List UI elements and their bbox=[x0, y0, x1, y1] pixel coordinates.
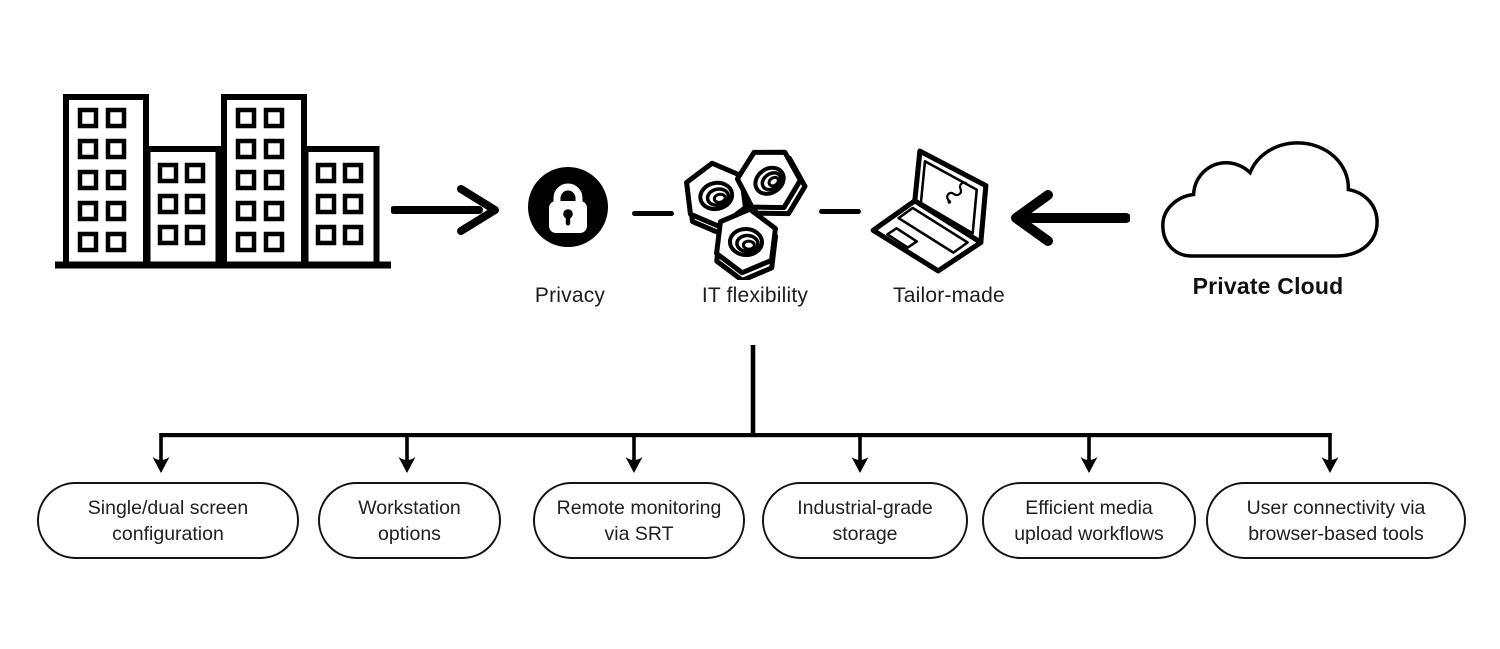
private-cloud-label: Private Cloud bbox=[1192, 273, 1344, 299]
nuts-icon bbox=[683, 148, 808, 280]
feature-box-line: configuration bbox=[112, 522, 224, 545]
feature-box-line: storage bbox=[832, 522, 898, 545]
feature-box-line: Remote monitoring bbox=[556, 496, 722, 519]
feature-box-line: Industrial-grade bbox=[797, 496, 933, 519]
feature-box-remote-monitoring: Remote monitoring via SRT bbox=[533, 482, 745, 559]
feature-box-line: Workstation bbox=[358, 496, 461, 519]
feature-box-line: Efficient media bbox=[1025, 496, 1153, 519]
arrow-left-icon bbox=[1008, 188, 1130, 248]
feature-box-line: browser-based tools bbox=[1248, 522, 1424, 545]
feature-box-industrial-storage: Industrial-grade storage bbox=[762, 482, 968, 559]
lock-icon bbox=[528, 167, 608, 247]
branch-connector bbox=[130, 340, 1350, 480]
privacy-label: Privacy bbox=[534, 284, 606, 307]
arrow-right-icon bbox=[391, 182, 503, 238]
feature-box-single-dual-screen: Single/dual screen configuration bbox=[37, 482, 299, 559]
feature-box-line: options bbox=[378, 522, 441, 545]
cloud-icon bbox=[1140, 126, 1388, 262]
feature-box-workstation-options: Workstation options bbox=[318, 482, 501, 559]
connector-dash bbox=[819, 209, 861, 214]
laptop-icon bbox=[862, 145, 994, 277]
feature-box-line: User connectivity via bbox=[1246, 496, 1426, 519]
it-flexibility-label: IT flexibility bbox=[701, 284, 809, 307]
tailor-made-label: Tailor-made bbox=[893, 284, 1005, 307]
buildings-icon bbox=[53, 90, 393, 278]
feature-box-user-connectivity: User connectivity via browser-based tool… bbox=[1206, 482, 1466, 559]
feature-box-media-upload: Efficient media upload workflows bbox=[982, 482, 1196, 559]
connector-dash bbox=[632, 211, 674, 216]
feature-box-line: Single/dual screen bbox=[87, 496, 249, 519]
feature-box-line: upload workflows bbox=[1014, 522, 1164, 545]
feature-box-line: via SRT bbox=[604, 522, 674, 545]
